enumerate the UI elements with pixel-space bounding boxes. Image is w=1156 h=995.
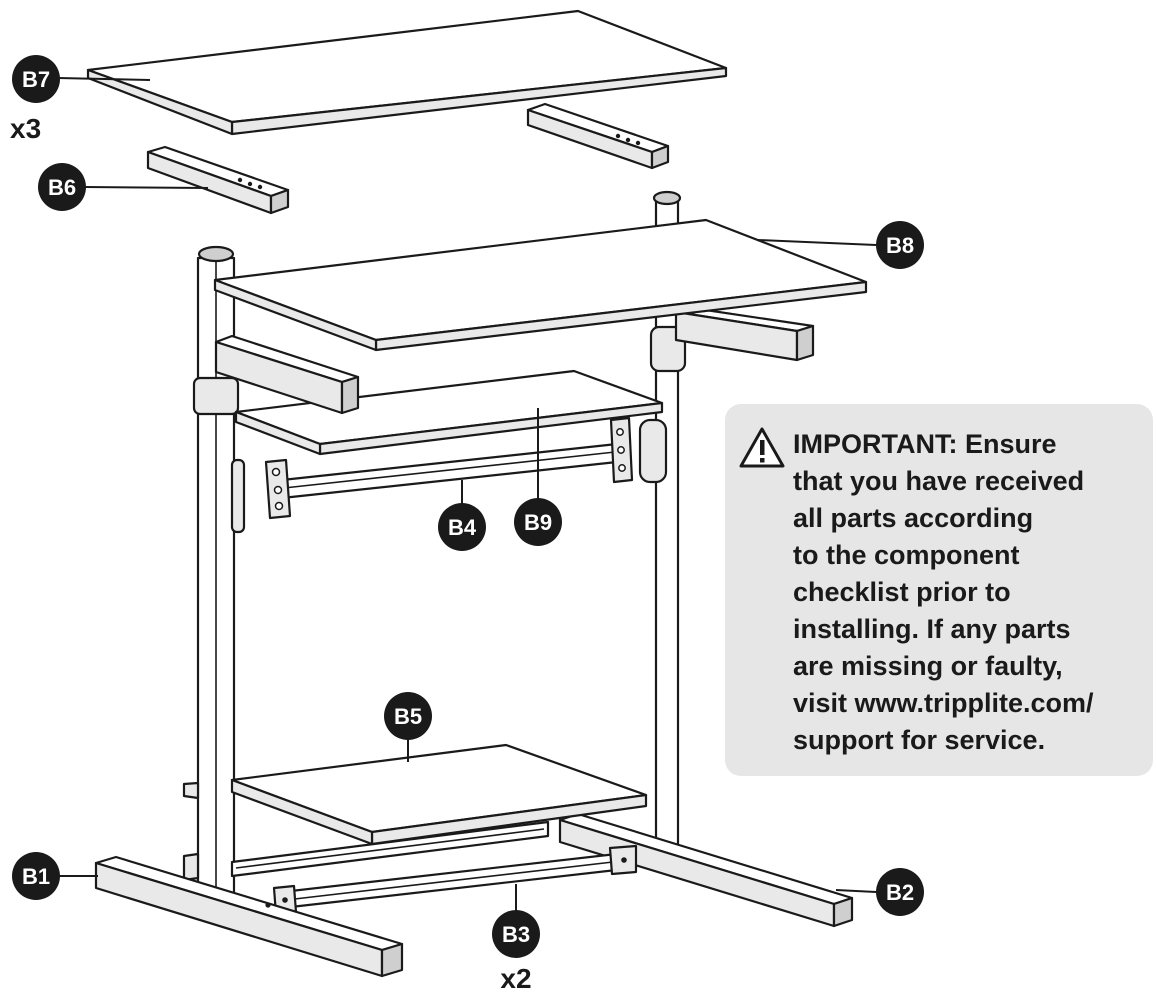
notice-line: are missing or faulty, [793,651,1063,681]
warning-triangle-icon [739,427,785,468]
callout-b9: B9 [514,498,562,546]
arm-left [214,334,360,415]
callout-b5: B5 [384,692,432,740]
callout-b7: B7 [12,55,60,103]
notice-line: installing. If any parts [793,614,1071,644]
notice-line: all parts according [793,503,1034,533]
shelf-b5 [182,743,648,846]
callout-b5-label: B5 [394,704,422,729]
notice-line: visit www.tripplite.com/ [793,688,1094,718]
arm-right [674,306,815,362]
notice-text: IMPORTANT: Ensure that you have received… [793,426,1133,759]
column-right [638,190,687,847]
notice-line: IMPORTANT: Ensure [793,429,1057,459]
callout-b3: B3 [492,910,540,958]
bar-b6-left [146,145,290,215]
notice-line: that you have received [793,466,1085,496]
notice-line: support for service. [793,725,1046,755]
notice-line: checklist prior to [793,577,1011,607]
callout-b4-label: B4 [448,515,477,540]
desktop-b8 [213,218,868,352]
panel-b7 [86,9,728,136]
callout-b1-label: B1 [22,864,50,889]
callout-b7-label: B7 [22,67,50,92]
notice-line: to the component [793,540,1020,570]
shelf-b9 [234,369,664,456]
callout-b1: B1 [12,852,60,900]
quantity-b7: x3 [10,113,41,144]
callout-b2-label: B2 [886,880,914,905]
crossbar-b4 [264,416,634,520]
callout-b6-label: B6 [48,175,76,200]
bar-b6-right [526,102,670,170]
callout-b8: B8 [876,221,924,269]
callout-b8-label: B8 [886,233,914,258]
quantity-b3: x2 [500,963,531,994]
important-notice: IMPORTANT: Ensure that you have received… [725,404,1153,776]
callout-b2: B2 [876,868,924,916]
foot-b1 [94,855,404,978]
callout-b6: B6 [38,163,86,211]
callout-b4: B4 [438,503,486,551]
rail-rear [182,820,550,882]
callout-b3-label: B3 [502,922,530,947]
callout-b9-label: B9 [524,510,552,535]
